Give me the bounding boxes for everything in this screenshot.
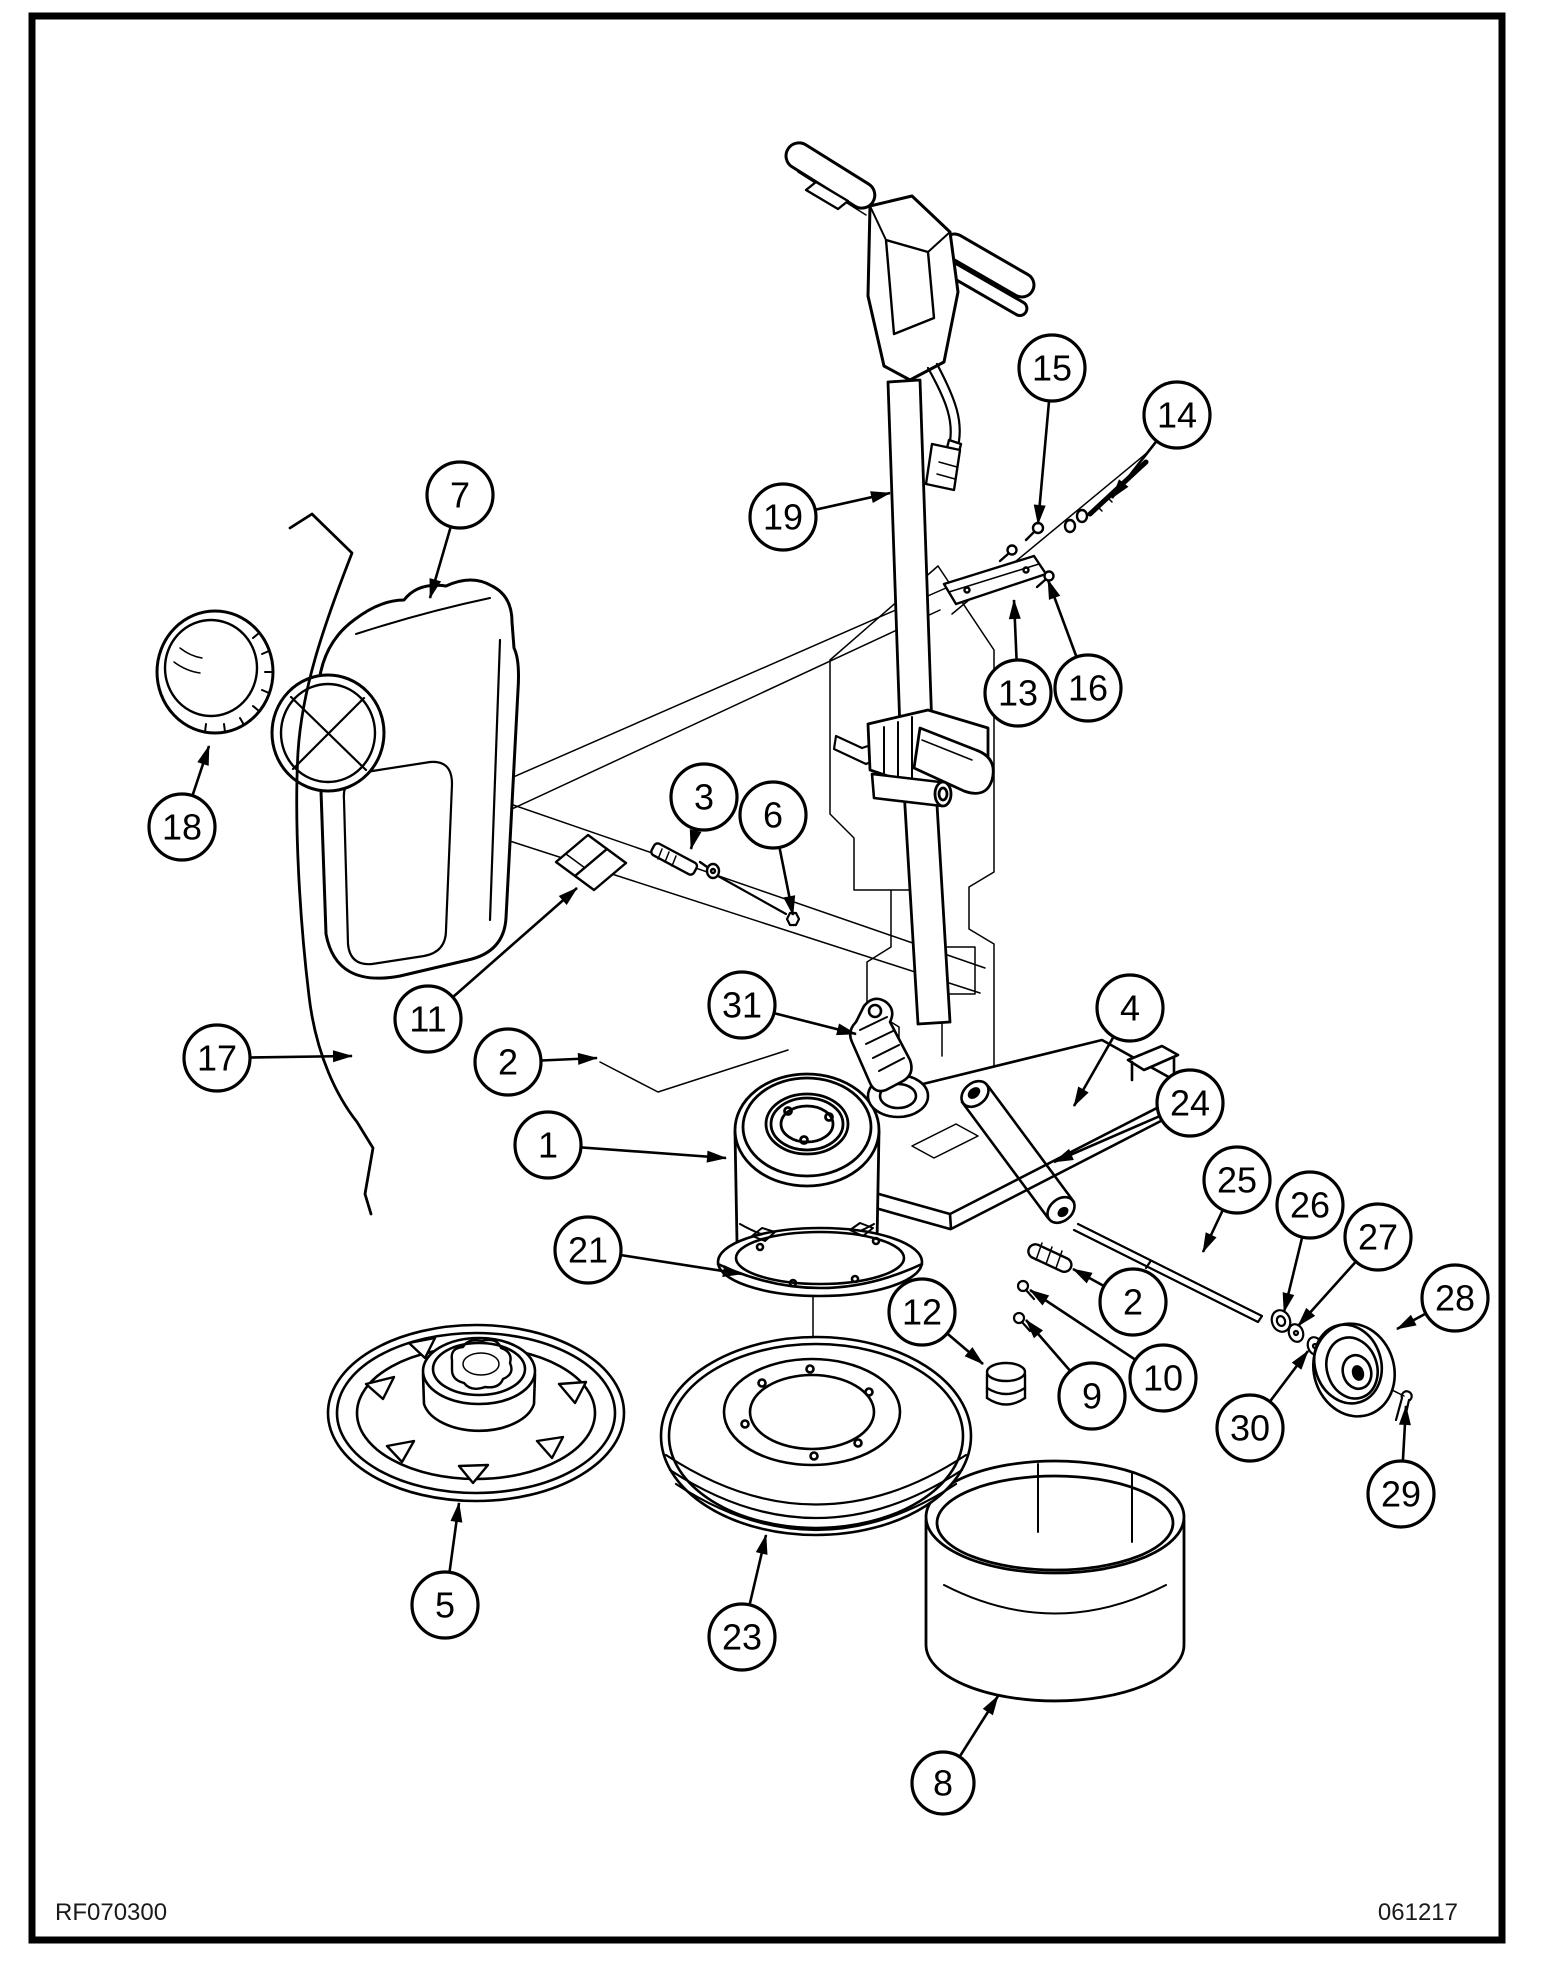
callout-9: 9 (1057, 1361, 1127, 1431)
callout-label: 24 (1170, 1083, 1210, 1124)
callout-label: 21 (568, 1230, 608, 1271)
callout-7: 7 (425, 460, 495, 530)
callout-label: 31 (722, 985, 762, 1026)
callout-31: 31 (707, 970, 777, 1040)
date-code: 061217 (1378, 1899, 1458, 1926)
callout-6: 6 (738, 780, 808, 850)
callout-16: 16 (1053, 653, 1123, 723)
callout-19: 19 (748, 482, 818, 552)
callout-12: 12 (887, 1277, 957, 1347)
part-spring-2 (1027, 1242, 1073, 1274)
callout-label: 13 (998, 673, 1038, 714)
callout-23: 23 (707, 1602, 777, 1672)
callout-17: 17 (182, 1023, 252, 1093)
callout-27: 27 (1343, 1202, 1413, 1272)
callout-label: 14 (1157, 395, 1197, 436)
callout-label: 26 (1290, 1185, 1330, 1226)
callout-label: 8 (933, 1763, 953, 1804)
callout-label: 25 (1217, 1160, 1257, 1201)
callout-label: 10 (1143, 1358, 1183, 1399)
callout-label: 2 (1123, 1282, 1143, 1323)
callout-26: 26 (1275, 1170, 1345, 1240)
callouts: 7 18 11 17 19 15 14 13 16 3 6 31 2 1 21 … (147, 333, 1490, 1816)
part-pivot-bracket-31 (848, 997, 930, 1119)
callout-13: 13 (983, 658, 1053, 728)
callout-label: 12 (902, 1292, 942, 1333)
part-drum-8 (924, 1459, 1186, 1703)
callout-label: 5 (435, 1585, 455, 1626)
callout-2-left: 2 (473, 1027, 543, 1097)
part-wheel-28 (1311, 1322, 1397, 1418)
callout-15: 15 (1017, 333, 1087, 403)
callout-label: 3 (694, 777, 714, 818)
callout-label: 6 (763, 795, 783, 836)
callout-label: 23 (722, 1617, 762, 1658)
callout-8: 8 (910, 1750, 976, 1816)
callout-label: 11 (409, 999, 446, 1040)
callout-label: 18 (162, 807, 202, 848)
callout-29: 29 (1366, 1459, 1436, 1529)
part-handle-tube-19 (832, 378, 995, 1026)
callout-label: 15 (1032, 348, 1072, 389)
callout-label: 17 (197, 1038, 237, 1079)
callout-14: 14 (1142, 380, 1212, 450)
callout-30: 30 (1215, 1393, 1285, 1463)
callout-21: 21 (553, 1215, 623, 1285)
callout-label: 2 (498, 1042, 518, 1083)
callout-label: 1 (538, 1125, 558, 1166)
part-tank-7 (270, 578, 520, 980)
callout-11: 11 (393, 984, 463, 1054)
callout-label: 16 (1068, 668, 1108, 709)
part-lift-lever-24 (960, 1079, 1076, 1225)
callout-25: 25 (1202, 1145, 1272, 1215)
part-connector-11 (554, 833, 628, 892)
part-bumper-12 (985, 1361, 1027, 1406)
part-screw-3-nut-6 (650, 842, 801, 927)
callout-2-right: 2 (1098, 1267, 1168, 1337)
callout-label: 27 (1358, 1217, 1398, 1258)
callout-3: 3 (669, 762, 739, 832)
part-mount-hardware-13-16 (942, 459, 1149, 606)
drawing-code: RF070300 (55, 1899, 167, 1926)
callout-label: 19 (763, 497, 803, 538)
part-screws-9-10 (1012, 1279, 1036, 1333)
part-pad-driver-5 (326, 1323, 626, 1503)
callout-label: 9 (1082, 1376, 1102, 1417)
callout-label: 28 (1435, 1278, 1475, 1319)
part-axle-rod-25 (1072, 1222, 1264, 1324)
callout-label: 7 (450, 475, 470, 516)
callout-1: 1 (513, 1110, 583, 1180)
callout-24: 24 (1155, 1068, 1225, 1138)
part-tank-cap-18 (155, 609, 275, 735)
callout-4: 4 (1095, 973, 1165, 1043)
callout-label: 30 (1230, 1408, 1270, 1449)
callout-10: 10 (1128, 1343, 1198, 1413)
page-border (28, 12, 1506, 1944)
callout-label: 4 (1120, 988, 1140, 1029)
callout-5: 5 (410, 1570, 480, 1640)
part-clutch-ring-21 (716, 1222, 924, 1298)
callout-28: 28 (1420, 1263, 1490, 1333)
callout-18: 18 (147, 792, 217, 862)
part-handlebar-assembly (784, 141, 1036, 492)
callout-label: 29 (1381, 1474, 1421, 1515)
part-pad-holder-23 (659, 1295, 973, 1537)
part-hanger-wire-17 (288, 512, 375, 1216)
